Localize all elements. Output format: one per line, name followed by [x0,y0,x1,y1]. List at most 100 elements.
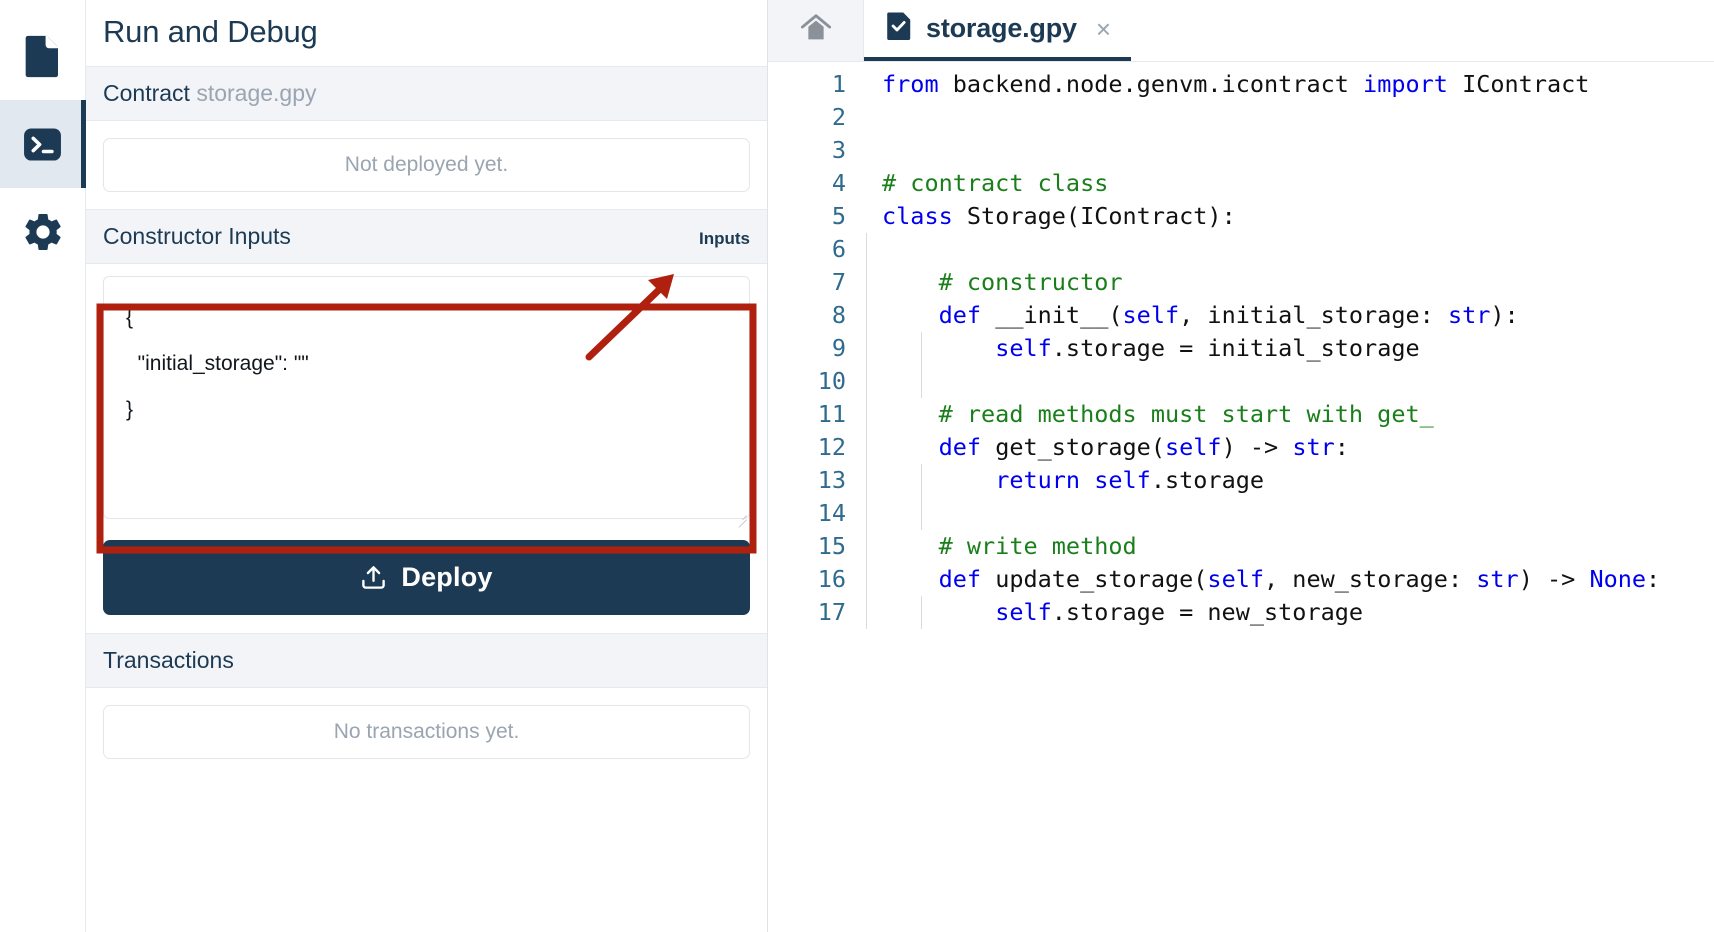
code-content[interactable]: from backend.node.genvm.icontract import… [864,68,1714,932]
line-number: 1 [831,70,846,98]
code-token: self [995,598,1052,626]
home-tab[interactable] [768,0,864,61]
tab-label: storage.gpy [926,13,1077,43]
code-token [882,466,995,494]
code-token: str [1447,301,1491,329]
code-line: def __init__(self, initial_storage: str)… [882,299,1714,332]
code-token: , initial_storage: [1179,301,1448,329]
contract-label: Contract [103,80,190,106]
line-number: 7 [831,268,846,296]
code-token: # contract class [882,169,1109,197]
code-token: self [995,334,1052,362]
code-line: self.storage = initial_storage [882,332,1714,365]
line-number: 8 [831,301,846,329]
indent-guide [866,233,867,629]
transactions-empty-text: No transactions yet. [333,720,520,743]
line-number: 12 [817,433,846,461]
code-token: def [938,433,982,461]
code-token: , new_storage: [1264,565,1477,593]
gear-icon [21,210,65,254]
code-token: ) -> [1518,565,1590,593]
code-token: self [1207,565,1265,593]
code-token: .storage = new_storage [1051,598,1364,626]
code-token: class [882,202,953,230]
code-token: : [1334,433,1349,461]
code-line: self.storage = new_storage [882,596,1714,629]
tab-storage-gpy[interactable]: storage.gpy × [864,0,1132,61]
line-number: 14 [817,499,846,527]
page-title: Run and Debug [103,14,318,49]
code-token: self [1164,433,1222,461]
code-line: class Storage(IContract): [882,200,1714,233]
constructor-inputs-header: Constructor Inputs Inputs [86,209,767,264]
code-token: : [1646,565,1661,593]
code-token: IContract [1447,70,1590,98]
contract-file-name: storage.gpy [196,80,317,106]
code-token [882,598,995,626]
code-token: self [1122,301,1180,329]
code-token: import [1363,70,1448,98]
indent-guide [921,464,922,530]
code-line: # constructor [882,266,1714,299]
code-token [1080,466,1094,494]
constructor-inputs-label: Constructor Inputs [103,223,291,249]
run-and-debug-panel: Run and Debug Contract storage.gpy Not d… [86,0,768,932]
code-line: return self.storage [882,464,1714,497]
transactions-label: Transactions [103,647,234,673]
transactions-empty-box: No transactions yet. [103,705,750,759]
code-token: return [995,466,1081,494]
code-token: # constructor [882,268,1123,296]
code-token: backend.node.genvm.icontract [938,70,1364,98]
deployment-status-text: Not deployed yet. [344,153,509,176]
file-check-icon [886,11,913,47]
code-token: def [938,565,982,593]
code-line: def get_storage(self) -> str: [882,431,1714,464]
constructor-inputs-textarea[interactable] [103,276,750,519]
line-number: 3 [831,136,846,164]
contract-label-group: Contract storage.gpy [103,80,317,107]
home-icon [799,13,833,48]
line-number: 17 [817,598,846,626]
indent-guide [921,596,922,629]
code-token: # write method [882,532,1137,560]
line-number: 11 [817,400,846,428]
code-line: # read methods must start with get_ [882,398,1714,431]
indent-guide [921,332,922,398]
line-number: 9 [831,334,846,362]
code-token: update_storage( [981,565,1208,593]
activity-item-run-and-debug[interactable] [0,100,86,188]
contract-section-header: Contract storage.gpy [86,66,767,121]
line-number: 15 [817,532,846,560]
code-line [882,101,1714,134]
deploy-button[interactable]: Deploy [103,540,750,615]
line-number: 4 [831,169,846,197]
editor-tabstrip: storage.gpy × [768,0,1714,62]
close-icon[interactable]: × [1095,13,1112,44]
code-token: def [938,301,982,329]
line-number: 13 [817,466,846,494]
code-token: # read methods must start with get_ [882,400,1434,428]
transactions-section-header: Transactions [86,633,767,688]
code-token: .storage [1150,466,1265,494]
activity-item-settings[interactable] [0,188,86,276]
line-number: 2 [831,103,846,131]
activity-item-files[interactable] [0,12,86,100]
code-line [882,497,1714,530]
code-line: # contract class [882,167,1714,200]
code-token: self [1094,466,1151,494]
code-token [882,334,995,362]
code-token: get_storage( [981,433,1165,461]
inputs-mode-label[interactable]: Inputs [699,229,750,248]
code-line [882,365,1714,398]
code-line: from backend.node.genvm.icontract import… [882,68,1714,101]
code-token: str [1476,565,1519,593]
code-token [882,433,939,461]
code-token [882,301,939,329]
activity-bar [0,0,86,932]
code-token: str [1292,433,1335,461]
code-token [882,565,939,593]
